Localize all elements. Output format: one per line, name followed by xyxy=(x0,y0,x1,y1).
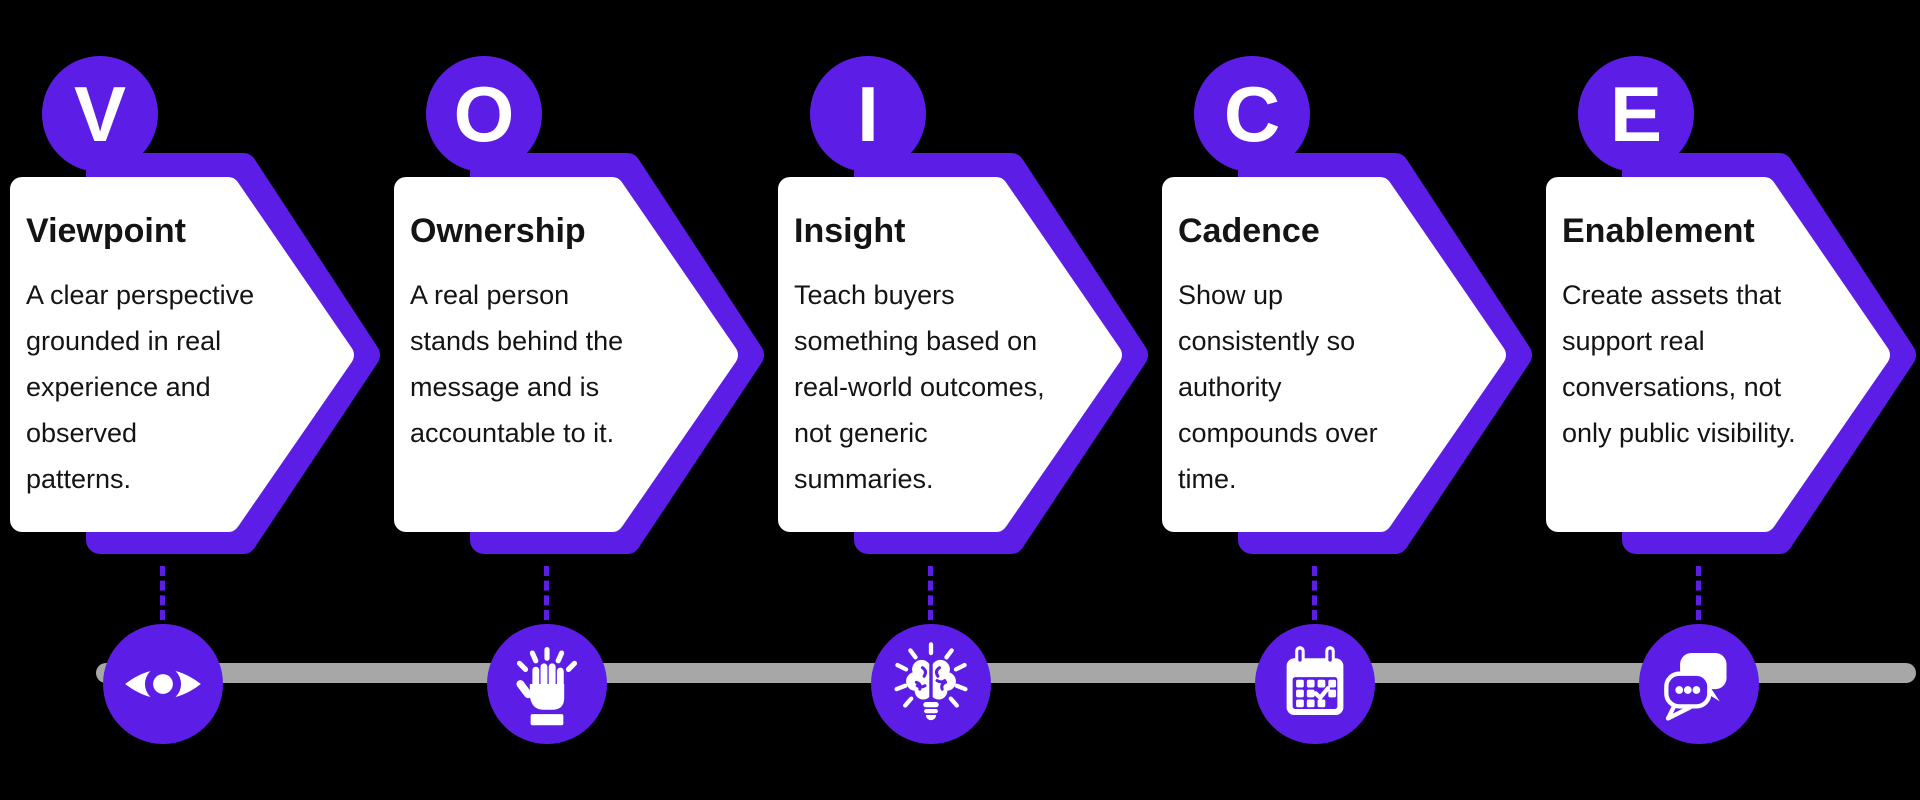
letter: O xyxy=(453,70,515,158)
icon-circle xyxy=(1639,624,1759,744)
card-title: Insight xyxy=(794,212,906,250)
raised-hand-icon xyxy=(516,647,578,726)
letter: V xyxy=(73,70,127,158)
letter: C xyxy=(1223,70,1281,158)
dashed-connector xyxy=(928,566,933,620)
icon-circle xyxy=(103,624,223,744)
card-body: Create assets that support real conversa… xyxy=(1562,280,1796,448)
dashed-connector xyxy=(1312,566,1317,620)
card-arrow-shape xyxy=(1162,153,1532,554)
card-body: A clear perspective grounded in real exp… xyxy=(26,280,255,494)
card-body: Teach buyers something based on real-wor… xyxy=(794,280,1045,494)
card-arrow-shape xyxy=(394,153,764,554)
card-text: Enablement Create assets that support re… xyxy=(1562,212,1820,456)
card-body: Show up consistently so authority compou… xyxy=(1178,280,1378,494)
card-title: Enablement xyxy=(1562,212,1755,250)
letter-badge: O xyxy=(426,56,542,172)
card-text: Ownership A real person stands behind th… xyxy=(410,212,668,456)
card-arrow-shape xyxy=(10,153,380,554)
dashed-connector xyxy=(160,566,165,620)
letter: I xyxy=(857,70,879,158)
card-arrow-shape xyxy=(778,153,1148,554)
card-title: Cadence xyxy=(1178,212,1320,250)
icon-circle xyxy=(871,624,991,744)
card-body: A real person stands behind the message … xyxy=(410,280,624,448)
letter: E xyxy=(1609,70,1663,158)
letter-badge: E xyxy=(1578,56,1694,172)
dashed-connector xyxy=(544,566,549,620)
card-text: Viewpoint A clear perspective grounded i… xyxy=(26,212,284,502)
card-arrow-shape xyxy=(1546,153,1916,554)
dashed-connector xyxy=(1696,566,1701,620)
card-text: Insight Teach buyers something based on … xyxy=(794,212,1052,502)
card-title: Viewpoint xyxy=(26,212,186,250)
card-text: Cadence Show up consistently so authorit… xyxy=(1178,212,1436,502)
step-ownership: O Ownership A real person stands behind … xyxy=(384,0,768,800)
icon-circle xyxy=(487,624,607,744)
letter-badge: I xyxy=(810,56,926,172)
letter-badge: V xyxy=(42,56,158,172)
step-insight: I Insight Teach buyers something based o… xyxy=(768,0,1152,800)
chat-bubbles-icon xyxy=(1664,653,1727,721)
step-cadence: C Cadence Show up consistently so author… xyxy=(1152,0,1536,800)
letter-badge: C xyxy=(1194,56,1310,172)
brain-lightbulb-icon xyxy=(894,642,968,721)
calendar-check-icon xyxy=(1286,646,1344,715)
step-enablement: E Enablement Create assets that support … xyxy=(1536,0,1920,800)
icon-circle xyxy=(1255,624,1375,744)
card-title: Ownership xyxy=(410,212,586,250)
eye-icon xyxy=(125,665,201,703)
step-viewpoint: V Viewpoint A clear perspective grounded… xyxy=(0,0,384,800)
